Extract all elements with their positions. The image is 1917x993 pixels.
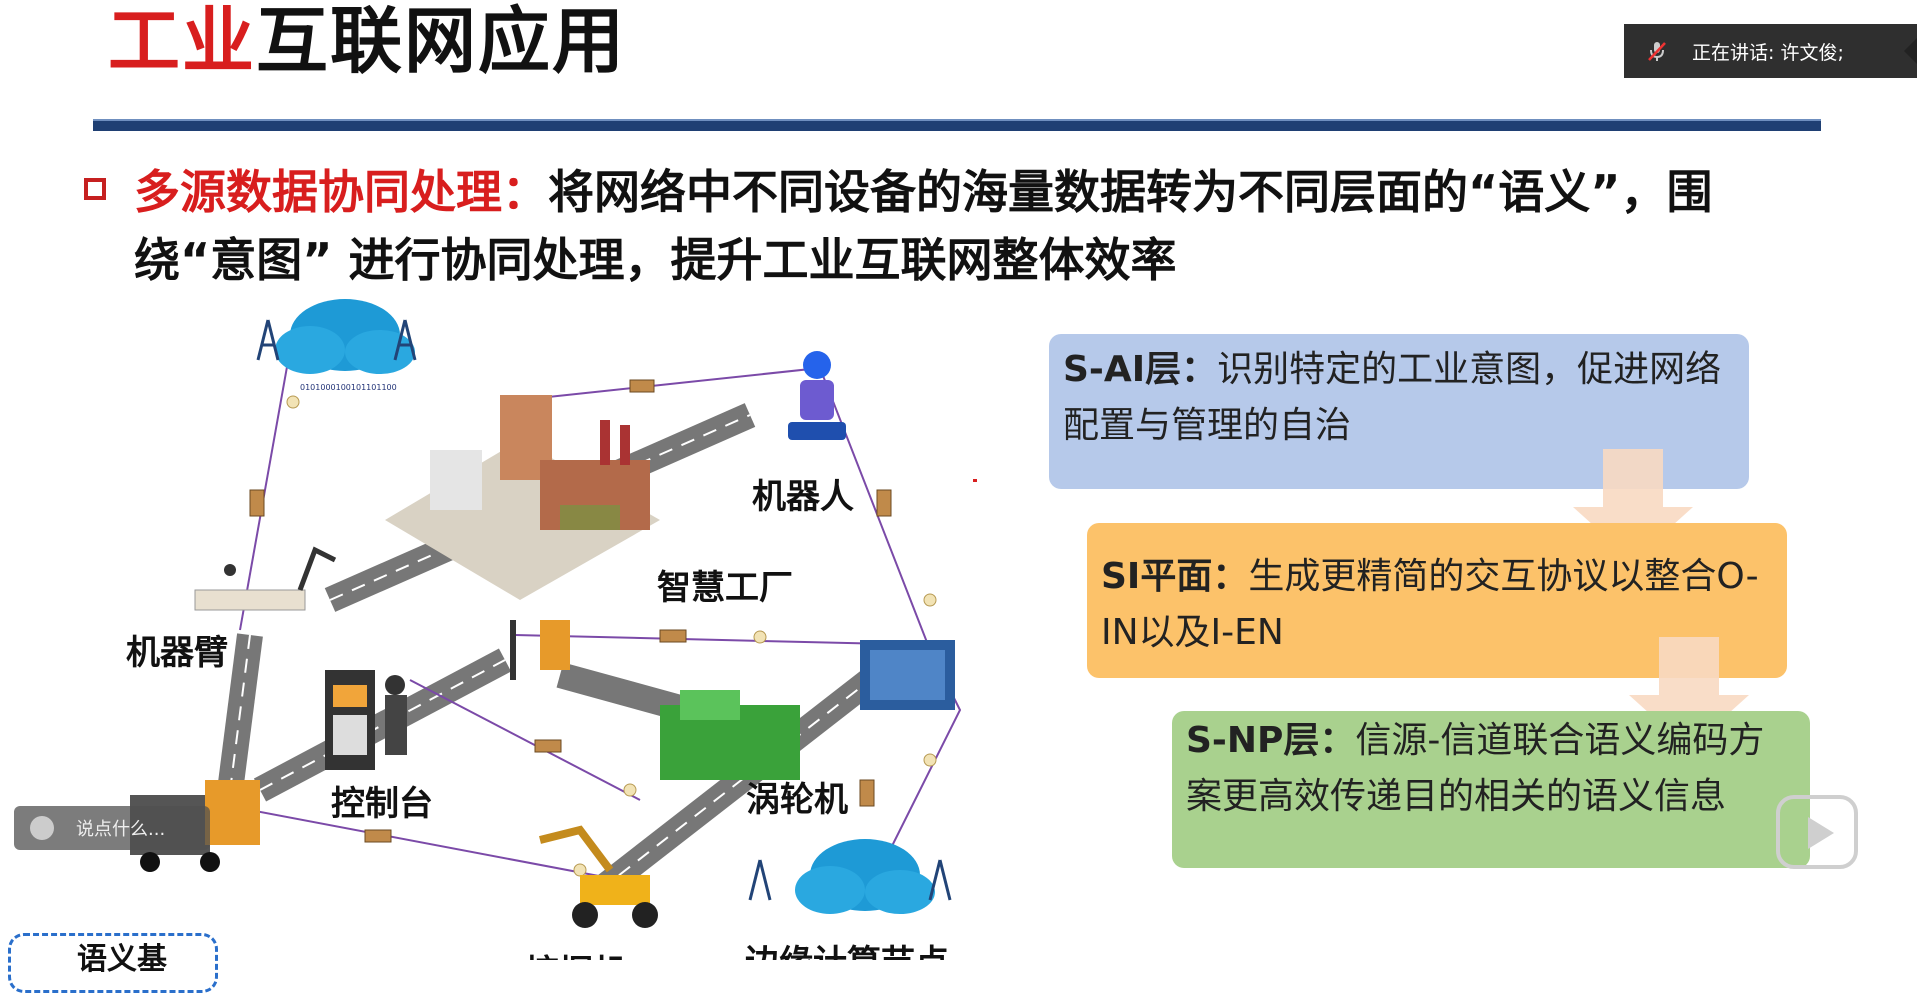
layer-name: S-NP层： bbox=[1186, 720, 1356, 761]
label-console: 控制台 bbox=[331, 784, 433, 824]
layer-desc: 信源-信道联合语义编码方案更高效传递目的相关的语义信息 bbox=[1186, 720, 1765, 817]
label-robot-arm: 机器臂 bbox=[126, 633, 228, 673]
excavator-icon bbox=[539, 825, 658, 928]
title-divider bbox=[93, 119, 1821, 131]
semantic-box: 语义基 bbox=[8, 933, 218, 993]
edge-cloud-icon bbox=[748, 839, 952, 914]
cloud-icon: 0101000100101101100 bbox=[256, 299, 417, 392]
turbine-icon bbox=[660, 640, 955, 780]
packet-icons bbox=[249, 379, 892, 843]
label-excavator: 挖掘机 bbox=[525, 945, 627, 960]
link-nodes bbox=[286, 395, 937, 877]
collapse-arrow-icon[interactable] bbox=[1904, 38, 1917, 64]
label-robot: 机器人 bbox=[752, 477, 854, 517]
mic-muted-icon bbox=[1648, 42, 1666, 61]
emoji-icon[interactable] bbox=[30, 816, 54, 840]
layer-desc: 识别特定的工业意图，促进网络配置与管理的自治 bbox=[1063, 349, 1722, 446]
bullet-label: 多源数据协同处理： bbox=[134, 165, 548, 219]
layer-name: SI平面： bbox=[1101, 556, 1249, 597]
speaker-text: 正在讲话: 许文俊; bbox=[1692, 41, 1844, 64]
laser-pointer-dot bbox=[973, 479, 977, 482]
title-black: 互联网应用 bbox=[256, 0, 627, 83]
title-red: 工业 bbox=[108, 0, 257, 83]
control-console-icon bbox=[325, 670, 407, 770]
semantic-box-label: 语义基 bbox=[77, 942, 167, 977]
robot-icon bbox=[788, 351, 846, 440]
danmaku-input[interactable]: 说点什么... bbox=[14, 806, 210, 850]
svg-text:0101000100101101100: 0101000100101101100 bbox=[300, 383, 397, 392]
robot-arm-icon bbox=[194, 546, 337, 611]
layer-name: S-AI层： bbox=[1063, 349, 1218, 390]
label-edge-node: 边缘计算节点 bbox=[745, 935, 949, 960]
layer-box-snp: S-NP层：信源-信道联合语义编码方案更高效传递目的相关的语义信息 bbox=[1172, 711, 1810, 868]
factory-icon bbox=[385, 395, 660, 600]
label-smart-factory: 智慧工厂 bbox=[657, 568, 793, 608]
slide-title: 工业互联网应用 bbox=[108, 0, 626, 82]
danmaku-placeholder: 说点什么... bbox=[76, 819, 166, 840]
label-turbine: 涡轮机 bbox=[746, 780, 848, 820]
speaker-indicator: 正在讲话: 许文俊; bbox=[1624, 24, 1917, 78]
play-icon[interactable] bbox=[1776, 795, 1858, 869]
layer-desc: 生成更精简的交互协议以整合O-IN以及I-EN bbox=[1101, 556, 1759, 653]
bullet-text: 将网络中不同设备的海量数据转为不同层面的“语义”，围绕“意图” 进行协同处理，提… bbox=[134, 165, 1713, 287]
bullet-paragraph: 多源数据协同处理：将网络中不同设备的海量数据转为不同层面的“语义”，围绕“意图”… bbox=[134, 158, 1834, 294]
bullet-square-icon bbox=[84, 178, 106, 200]
